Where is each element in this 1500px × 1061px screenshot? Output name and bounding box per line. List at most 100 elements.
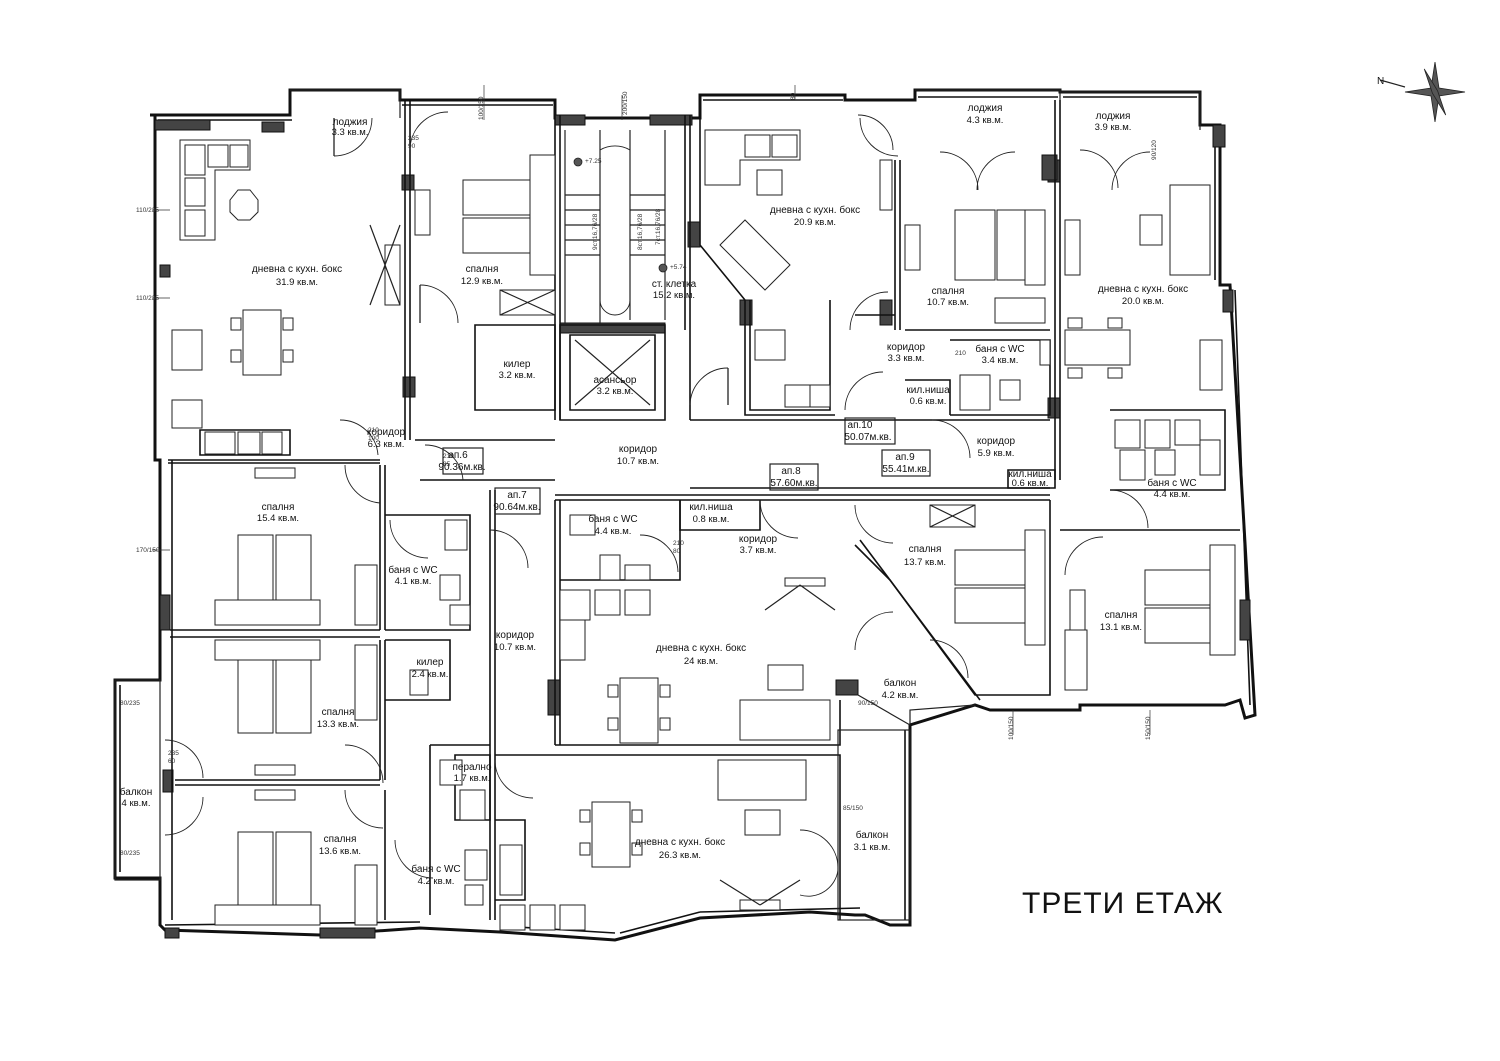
- room-name: килер: [504, 359, 531, 370]
- room-name: асансьор: [594, 375, 637, 386]
- svg-text:N: N: [1377, 76, 1384, 87]
- room-name: спалня: [909, 544, 942, 555]
- room-area: 2.4 кв.м.: [412, 669, 449, 680]
- room-name: дневна с кухн. бокс: [635, 836, 725, 848]
- room-name: балкон: [120, 786, 152, 798]
- room-name: кил.ниша: [906, 385, 950, 396]
- dimension-label: 210: [673, 540, 684, 547]
- dimension-label: 90: [408, 143, 416, 150]
- room-name: коридор: [887, 342, 926, 353]
- room-area: 10.7 кв.м.: [617, 456, 659, 467]
- room-area: 15.4 кв.м.: [257, 513, 299, 524]
- room-name: коридор: [367, 427, 406, 438]
- room-name: спалня: [322, 707, 355, 718]
- dimension-marks: [152, 85, 1151, 735]
- room-area: 0.6 кв.м.: [910, 396, 947, 407]
- apartment-name: ап.6: [448, 450, 468, 461]
- room-labels: лоджия 3.3 кв.м. дневна с кухн. бокс 31.…: [120, 103, 1197, 887]
- dimension-labels: 110/235 110/235 170/150 80/235 80/235 85…: [120, 91, 1158, 857]
- room-area: 20.0 кв.м.: [1122, 296, 1164, 307]
- room-area: 4.3 кв.м.: [967, 115, 1004, 126]
- apartment-labels: ап.6 90.36м.кв. ап.7 90.64м.кв. ап.8 57.…: [438, 417, 931, 515]
- room-area: 0.8 кв.м.: [693, 514, 730, 525]
- room-name: коридор: [496, 630, 535, 641]
- dimension-label: 80: [790, 92, 797, 100]
- dimension-label: 210: [955, 350, 966, 357]
- room-name: спалня: [262, 502, 295, 513]
- room-name: баня с WC: [1147, 477, 1196, 489]
- room-area: 15.2 кв.м.: [653, 290, 695, 301]
- apartment-name: ап.8: [781, 466, 801, 477]
- room-area: 4.1 кв.м.: [395, 576, 432, 587]
- level-mark: +5.74: [670, 264, 687, 271]
- room-name: кил.ниша: [1008, 469, 1052, 480]
- dimension-label: 80/235: [120, 850, 140, 857]
- room-area: 13.3 кв.м.: [317, 719, 359, 730]
- dimension-label: 210: [443, 453, 454, 460]
- room-name: баня с WC: [411, 863, 460, 875]
- room-name: кил.ниша: [689, 502, 733, 513]
- room-area: 3.2 кв.м.: [597, 386, 634, 397]
- room-name: килер: [417, 657, 444, 668]
- room-area: 24 кв.м.: [684, 656, 718, 667]
- dimension-label: 80: [673, 548, 681, 555]
- apartment-area: 57.60м.кв.: [770, 478, 817, 489]
- dimension-label: 90/120: [1151, 140, 1158, 160]
- room-area: 4.4 кв.м.: [1154, 489, 1191, 500]
- north-arrow-icon: N: [1377, 61, 1466, 123]
- room-area: 4.2 кв.м.: [882, 690, 919, 701]
- room-area: 3.7 кв.м.: [740, 545, 777, 556]
- room-name: лоджия: [1096, 111, 1131, 122]
- stair-mark: 9ст.16,76/28: [592, 213, 599, 250]
- dimension-label: 210: [368, 427, 379, 434]
- dimension-label: 170/150: [136, 547, 160, 554]
- apartment-name: ап.9: [895, 452, 915, 463]
- room-name: лоджия: [968, 103, 1003, 114]
- stair-mark: 8ст.16,76/28: [637, 213, 644, 250]
- dimension-label: 150/150: [1145, 716, 1152, 740]
- room-area: 3.9 кв.м.: [1095, 122, 1132, 133]
- dimension-label: 85: [443, 461, 451, 468]
- dimension-label: 85/150: [843, 805, 863, 812]
- room-area: 12.9 кв.м.: [461, 276, 503, 287]
- room-area: 13.7 кв.м.: [904, 557, 946, 568]
- room-area: 0.6 кв.м.: [1012, 478, 1049, 489]
- room-name: баня с WC: [588, 513, 637, 525]
- room-area-label: дневна с кухн. бокс: [656, 642, 746, 654]
- dimension-label: 200/150: [622, 91, 629, 115]
- apartment-area: 90.36м.кв.: [438, 462, 485, 473]
- room-area: 3.4 кв.м.: [982, 355, 1019, 366]
- room-name: баня с WC: [975, 343, 1024, 355]
- room-name: балкон: [884, 677, 916, 689]
- balconies: [114, 89, 1201, 921]
- room-name: балкон: [856, 829, 888, 841]
- room-name: баня с WC: [388, 564, 437, 576]
- room-area: 10.7 кв.м.: [927, 297, 969, 308]
- dimension-label: 60: [168, 758, 176, 765]
- floor-title: ТРЕТИ ЕТАЖ: [1022, 887, 1224, 920]
- room-name: спалня: [324, 834, 357, 845]
- room-name: коридор: [977, 436, 1016, 447]
- room-name: дневна с кухн. бокс: [770, 204, 860, 216]
- room-area: 6.3 кв.м.: [368, 439, 405, 450]
- stair-mark: 7ст.16,76/28: [655, 208, 662, 245]
- room-area: 5.9 кв.м.: [978, 448, 1015, 459]
- room-area: 3.3 кв.м.: [888, 353, 925, 364]
- room-area: 31.9 кв.м.: [276, 277, 318, 288]
- room-area: 3.1 кв.м.: [854, 842, 891, 853]
- room-area: 13.1 кв.м.: [1100, 622, 1142, 633]
- dimension-label: 80/235: [120, 700, 140, 707]
- dimension-label: 90/150: [858, 700, 878, 707]
- room-area: 26.3 кв.м.: [659, 850, 701, 861]
- room-name: дневна с кухн. бокс: [252, 263, 342, 275]
- dimension-label: 100/150: [1008, 716, 1015, 740]
- stair-marks: +7.25 +5.74 9ст.16,76/28 8ст.16,76/28 7с…: [573, 157, 687, 273]
- room-area: 3.3 кв.м.: [332, 127, 369, 138]
- apartment-area: 90.64м.кв.: [493, 502, 540, 513]
- interior-walls: [168, 100, 1240, 920]
- room-name: ст. клетка: [652, 279, 697, 290]
- apartment-name: ап.7: [507, 490, 527, 501]
- room-area: 3.2 кв.м.: [499, 370, 536, 381]
- room-area: 10.7 кв.м.: [494, 642, 536, 653]
